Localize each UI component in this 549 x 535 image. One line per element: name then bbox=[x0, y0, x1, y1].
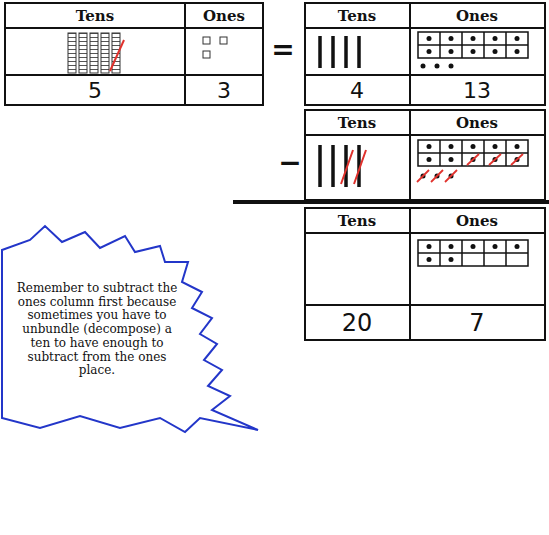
cross-out-marks bbox=[341, 150, 366, 184]
table-grid bbox=[305, 3, 545, 105]
subtraction-bar bbox=[233, 200, 549, 204]
table-grid bbox=[305, 110, 545, 200]
column-header: Ones bbox=[456, 214, 498, 229]
column-header: Ones bbox=[456, 116, 498, 131]
ten-frame bbox=[418, 32, 528, 69]
equals-sign: = bbox=[271, 36, 294, 64]
table-grid bbox=[305, 208, 545, 340]
tally-tens bbox=[320, 145, 359, 187]
column-header: Ones bbox=[203, 9, 245, 24]
ten-frame bbox=[418, 240, 528, 266]
digit-value: 5 bbox=[88, 80, 102, 102]
table-grid bbox=[5, 3, 263, 105]
digit-value: 7 bbox=[469, 311, 484, 335]
column-header: Tens bbox=[338, 9, 376, 24]
base-ten-rods bbox=[68, 33, 124, 73]
column-header: Ones bbox=[456, 9, 498, 24]
digit-value: 3 bbox=[217, 80, 231, 102]
column-header: Tens bbox=[76, 9, 114, 24]
note-text: Remember to subtract the ones column fir… bbox=[14, 282, 180, 379]
column-header: Tens bbox=[338, 214, 376, 229]
speech-bubble: Remember to subtract the ones column fir… bbox=[0, 220, 262, 436]
column-header: Tens bbox=[338, 116, 376, 131]
tally-tens bbox=[320, 36, 359, 68]
digit-value: 4 bbox=[350, 80, 364, 102]
ten-frame bbox=[417, 140, 528, 182]
digit-value: 13 bbox=[463, 80, 491, 102]
minus-sign: − bbox=[278, 149, 301, 177]
digit-value: 20 bbox=[342, 311, 373, 335]
unit-cubes bbox=[203, 37, 227, 58]
